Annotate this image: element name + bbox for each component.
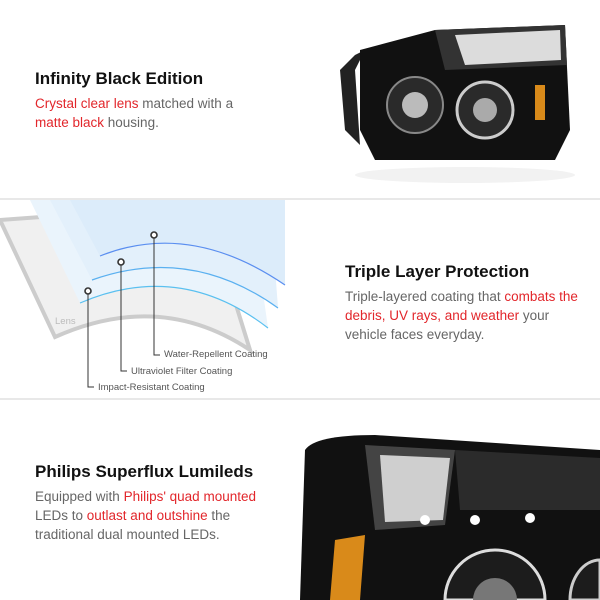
lens-label: Lens — [55, 316, 76, 327]
layer-label: Water-Repellent Coating — [164, 349, 268, 360]
headlight-closeup-image — [300, 435, 600, 600]
divider — [0, 398, 600, 400]
headlight-image — [340, 25, 575, 183]
desc-text: the traditional dual mounted LEDs. — [35, 508, 231, 542]
section-description: Triple-layered coating that combats the … — [345, 287, 580, 344]
desc-highlight: Crystal clear lens — [35, 96, 139, 111]
section-philips-leds: Philips Superflux Lumileds Equipped with… — [0, 400, 600, 600]
layer-label: Ultraviolet Filter Coating — [131, 366, 233, 377]
layer-label: Impact-Resistant Coating — [98, 382, 205, 393]
desc-highlight: outlast and outshine — [86, 508, 208, 523]
desc-text: Triple-layered coating that — [345, 289, 505, 304]
section-description: Equipped with Philips' quad mounted LEDs… — [35, 487, 270, 544]
section-infinity-black: Infinity Black Edition Crystal clear len… — [0, 0, 600, 198]
desc-highlight: Philips' quad mounted — [123, 489, 256, 504]
section-description: Crystal clear lens matched with a matte … — [35, 94, 265, 132]
desc-text: housing. — [104, 115, 159, 130]
section-triple-layer: Lens Water-Repellent Coating Ultraviolet… — [0, 200, 600, 398]
desc-text: LEDs to — [35, 508, 87, 523]
section-title: Philips Superflux Lumileds — [35, 462, 254, 481]
desc-highlight: matte black — [35, 115, 105, 130]
section-title: Infinity Black Edition — [35, 69, 204, 88]
divider — [0, 198, 600, 200]
desc-text: matched with a — [138, 96, 234, 111]
desc-text: Equipped with — [35, 489, 124, 504]
section-title: Triple Layer Protection — [345, 262, 530, 281]
coating-diagram — [0, 200, 286, 388]
desc-highlight: combats the debris, UV rays, and weather — [345, 289, 578, 323]
desc-text: your vehicle faces everyday. — [345, 308, 550, 342]
